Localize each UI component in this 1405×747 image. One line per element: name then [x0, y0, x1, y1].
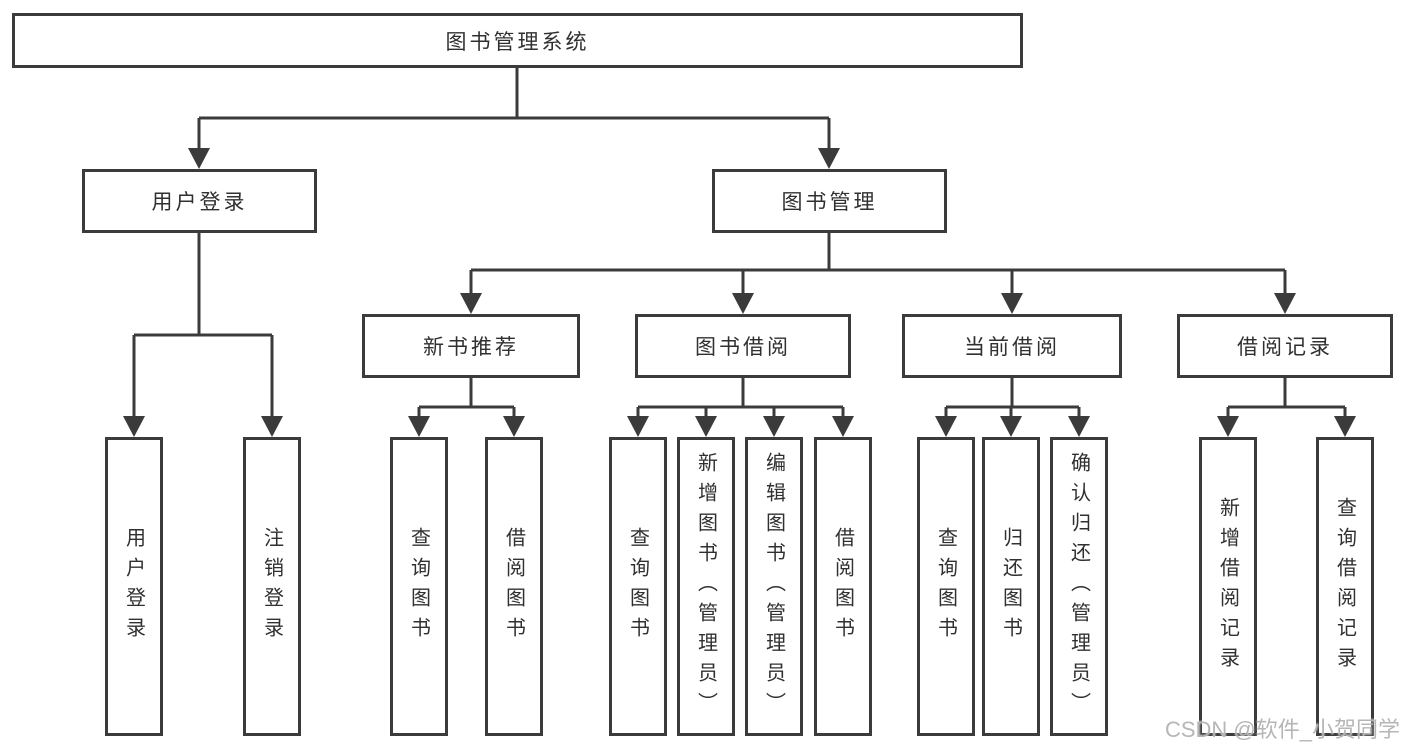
arrowhead-icon: [1068, 416, 1090, 437]
node-new-book-recommendation: 新书推荐: [362, 314, 580, 378]
node-label: 借阅记录: [1237, 336, 1333, 359]
node-borrowing-records: 借阅记录: [1177, 314, 1393, 378]
node-label: 图书借阅: [695, 336, 791, 359]
leaf-label: 编辑图书（管理员）: [762, 451, 785, 722]
arrowhead-icon: [261, 416, 283, 437]
arrowhead-icon: [460, 293, 482, 314]
leaf-label: 查询图书: [934, 526, 957, 647]
arrowhead-icon: [1217, 416, 1239, 437]
arrowhead-icon: [1334, 416, 1356, 437]
arrowhead-icon: [695, 416, 717, 437]
leaf-add-book-admin: 新增图书（管理员）: [677, 437, 735, 736]
leaf-borrow-books-recommend: 借阅图书: [485, 437, 543, 736]
leaf-label: 确认归还（管理员）: [1067, 451, 1090, 722]
leaf-query-books-recommend: 查询图书: [390, 437, 448, 736]
node-book-borrowing: 图书借阅: [635, 314, 851, 378]
leaf-query-books-current: 查询图书: [917, 437, 975, 736]
leaf-label: 用户登录: [122, 526, 145, 647]
arrowhead-icon: [408, 416, 430, 437]
leaf-label: 查询图书: [626, 526, 649, 647]
arrowhead-icon: [935, 416, 957, 437]
arrowhead-icon: [1001, 293, 1023, 314]
arrowhead-icon: [627, 416, 649, 437]
leaf-label: 归还图书: [999, 526, 1022, 647]
arrowhead-icon: [188, 148, 210, 169]
node-current-borrowing: 当前借阅: [902, 314, 1122, 378]
leaf-label: 借阅图书: [502, 526, 525, 647]
arrowhead-icon: [1000, 416, 1022, 437]
node-label: 新书推荐: [423, 336, 519, 359]
leaf-label: 新增图书（管理员）: [694, 451, 717, 722]
node-user-login: 用户登录: [82, 169, 317, 233]
leaf-logout-login: 注销登录: [243, 437, 301, 736]
arrowhead-icon: [818, 148, 840, 169]
leaf-return-book: 归还图书: [982, 437, 1040, 736]
leaf-query-books-borrowing: 查询图书: [609, 437, 667, 736]
arrowhead-icon: [732, 293, 754, 314]
arrowhead-icon: [123, 416, 145, 437]
arrowhead-icon: [763, 416, 785, 437]
node-label: 图书管理系统: [445, 30, 590, 54]
arrowhead-icon: [832, 416, 854, 437]
leaf-label: 借阅图书: [831, 526, 854, 647]
node-library-system: 图书管理系统: [12, 13, 1023, 68]
node-book-management: 图书管理: [712, 169, 947, 233]
leaf-confirm-return-admin: 确认归还（管理员）: [1050, 437, 1108, 736]
watermark: CSDN @软件_小贺同学: [1164, 717, 1400, 742]
leaf-add-borrow-record: 新增借阅记录: [1199, 437, 1257, 736]
leaf-label: 查询图书: [407, 526, 430, 647]
node-label: 当前借阅: [964, 336, 1060, 359]
leaf-label: 查询借阅记录: [1333, 496, 1356, 677]
leaf-label: 新增借阅记录: [1216, 496, 1239, 677]
leaf-label: 注销登录: [260, 526, 283, 647]
node-label: 用户登录: [151, 191, 248, 214]
leaf-user-login: 用户登录: [105, 437, 163, 736]
leaf-borrow-books-borrowing: 借阅图书: [814, 437, 872, 736]
leaf-edit-book-admin: 编辑图书（管理员）: [745, 437, 803, 736]
arrowhead-icon: [1274, 293, 1296, 314]
arrowhead-icon: [503, 416, 525, 437]
node-label: 图书管理: [781, 191, 878, 214]
leaf-query-borrow-record: 查询借阅记录: [1316, 437, 1374, 736]
